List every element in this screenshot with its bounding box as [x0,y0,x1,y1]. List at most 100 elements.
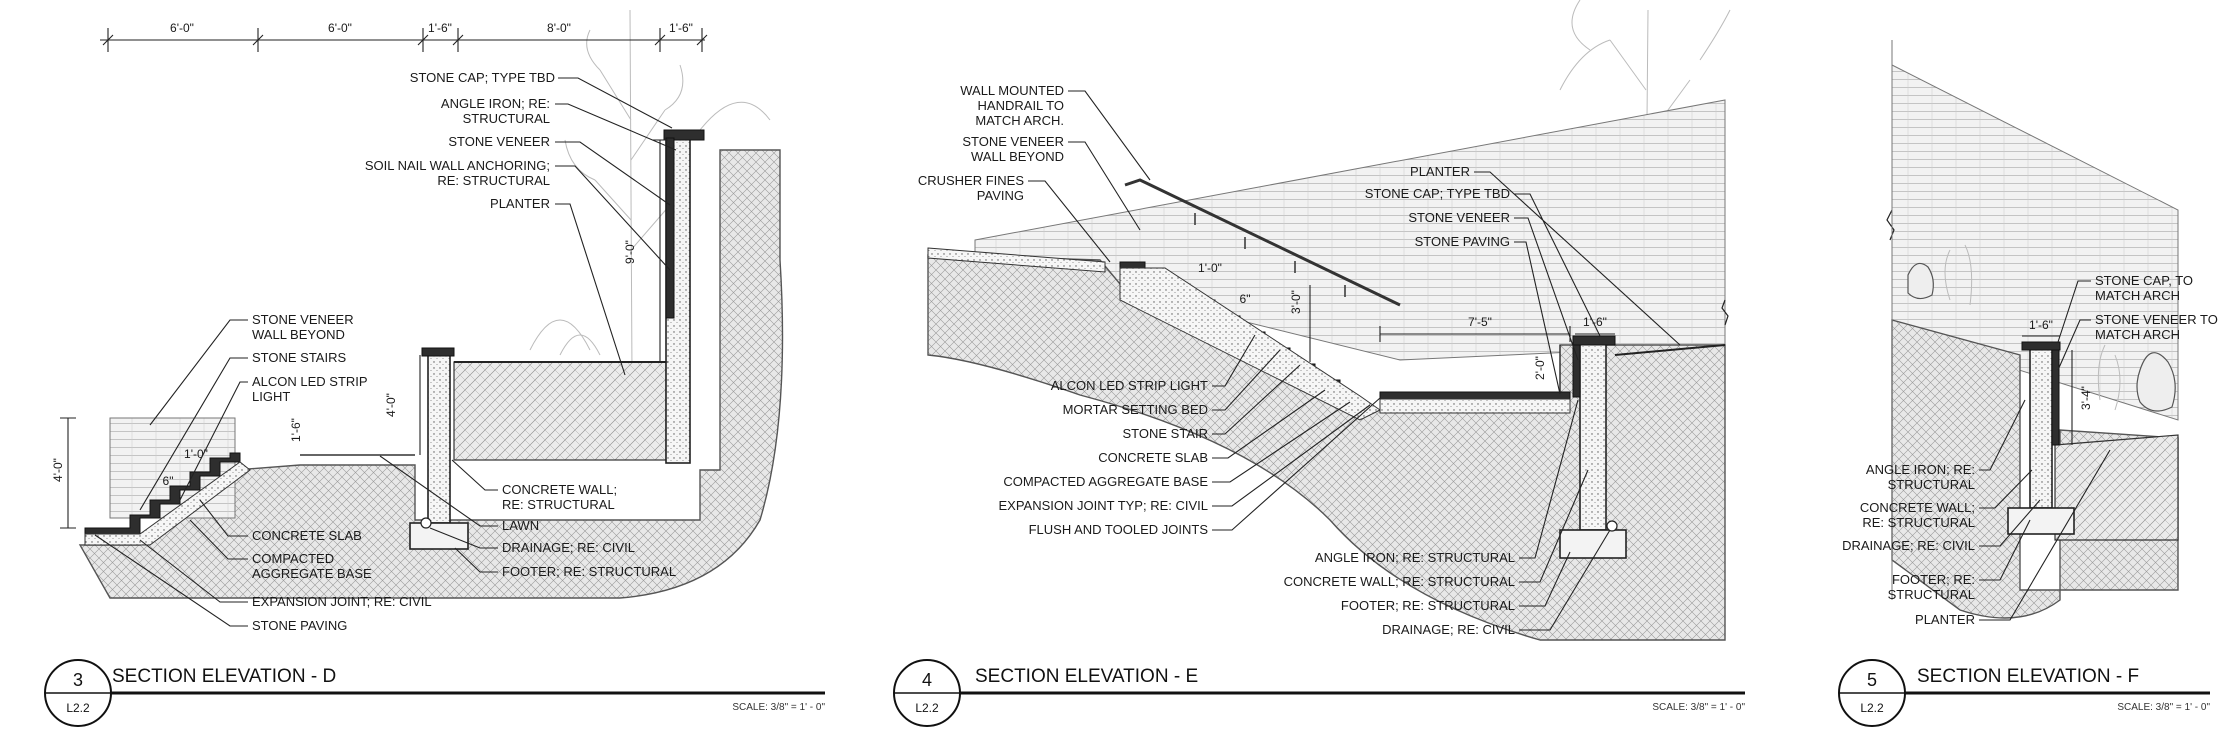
callout-handrail-2: HANDRAIL TO [978,98,1064,113]
tree-graphic [529,9,771,376]
callout-stone-cap: STONE CAP; TYPE TBD [410,70,555,85]
callout-stone-veneer: STONE VENEER TO [2095,312,2218,327]
callout-stone-cap: STONE CAP, TO [2095,273,2193,288]
callout-planter: PLANTER [1915,612,1975,627]
leader-lines-e-upper [1028,90,1151,263]
concrete-wall [1579,341,1607,531]
dim-label: 6'-0" [170,21,194,35]
dim-label: 1'-6" [428,21,452,35]
callout-stone-veneer-2: MATCH ARCH [2095,327,2180,342]
callout-soil-nail: SOIL NAIL WALL ANCHORING; [365,158,550,173]
callout-led-strip: ALCON LED STRIP [252,374,368,389]
dim-label: 1'-6" [669,21,693,35]
leader-lines-d-upper [555,77,677,376]
callout-concrete-slab: CONCRETE SLAB [252,528,362,543]
callout-drainage: DRAINAGE; RE: CIVIL [1842,538,1975,553]
callout-led-strip: ALCON LED STRIP LIGHT [1051,378,1208,393]
leader-lines-d-right [379,455,498,573]
callout-soil-nail-2: RE: STRUCTURAL [437,173,550,188]
leader-lines-e-lower [1212,334,1381,531]
scale-label: SCALE: 3/8" = 1' - 0" [2117,702,2210,713]
vert-dim-9ft [652,139,668,363]
callout-handrail: WALL MOUNTED [960,83,1064,98]
callout-concrete-wall-2: RE: STRUCTURAL [1862,515,1975,530]
callout-mortar-bed: MORTAR SETTING BED [1063,402,1208,417]
dim-label: 3'-0" [1289,290,1303,314]
earth-hatch [927,254,1726,641]
boulder [2136,352,2176,412]
section-d: 6'-0" 6'-0" 1'-6" 8'-0" 1'-6" 9'-0" 4'-0… [44,9,825,727]
callout-angle-iron: ANGLE IRON; RE: [1866,462,1975,477]
handrail [1124,178,1401,307]
callout-veneer-wall-beyond: STONE VENEER [962,134,1064,149]
handrail-brackets [1194,213,1346,297]
top-dimension-string [100,28,708,52]
dim-label: 1'-6" [289,418,303,442]
leader-lines-e-lower-right [1519,399,1611,631]
callout-concrete-wall: CONCRETE WALL; [502,482,617,497]
callout-concrete-wall-2: RE: STRUCTURAL [502,497,615,512]
callout-footer-2: STRUCTURAL [1888,587,1975,602]
callout-stone-stair: STONE STAIR [1123,426,1208,441]
stone-cap-tall [663,129,705,141]
callout-aggregate: COMPACTED [252,551,334,566]
stone-cap [2021,341,2061,351]
callout-stone-veneer: STONE VENEER [1408,210,1510,225]
stone-cap-low [421,347,455,357]
callout-stone-cap-2: MATCH ARCH [2095,288,2180,303]
dim-label: 7'-5" [1468,315,1492,329]
dim-label: 6'-0" [328,21,352,35]
callout-angle-iron-2: STRUCTURAL [1888,477,1975,492]
dim-label: 1'-6" [1583,315,1607,329]
callout-footer: FOOTER; RE: [1892,572,1975,587]
callout-concrete-slab: CONCRETE SLAB [1098,450,1208,465]
callout-concrete-wall: CONCRETE WALL; RE: STRUCTURAL [1284,574,1515,589]
callout-aggregate-2: AGGREGATE BASE [252,566,372,581]
callout-planter: PLANTER [490,196,550,211]
scale-label: SCALE: 3/8" = 1' - 0" [1652,702,1745,713]
stone-veneer-tall [665,137,675,319]
section-f: 1'-6" 3'-4" STONE CAP, TO MATCH ARCH STO… [1838,40,2218,727]
callout-footer: FOOTER; RE: STRUCTURAL [502,564,676,579]
callout-footer: FOOTER; RE: STRUCTURAL [1341,598,1515,613]
leader-lines-e-right [1474,171,1681,395]
callout-angle-iron: ANGLE IRON; RE: [441,96,550,111]
paving-base [1379,398,1571,414]
planter-edge [1614,344,1726,356]
callout-stone-stairs: STONE STAIRS [252,350,346,365]
concrete-slab [84,461,251,546]
leader-lines-f-left [1979,399,2111,621]
bubble-number: 5 [1867,670,1877,690]
footer-low [409,522,469,550]
vert-dim-4ft-lower [60,417,76,529]
callout-crusher-fines-2: PAVING [977,188,1024,203]
dim-label: 9'-0" [623,240,637,264]
scale-label: SCALE: 3/8" = 1' - 0" [732,702,825,713]
dim-label: 1'-6" [2029,318,2053,332]
stone-veneer [2051,349,2060,446]
leader-lines-f-right [2057,280,2091,371]
callout-concrete-wall: CONCRETE WALL; [1860,500,1975,515]
leader-lines-d-left [139,319,248,511]
section-title: SECTION ELEVATION - E [975,666,1198,687]
dim-label: 2'-0" [1533,356,1547,380]
callout-lawn: LAWN [502,518,539,533]
crusher-fines-paving [927,247,1106,273]
stone-cap [1572,335,1616,346]
callout-expansion-joint: EXPANSION JOINT TYP; RE: CIVIL [999,498,1209,513]
callout-tooled-joints: FLUSH AND TOOLED JOINTS [1029,522,1209,537]
dim-label: 6" [1240,292,1251,306]
section-title: SECTION ELEVATION - F [1917,666,2139,687]
planter-soil [453,361,667,461]
bubble-number: 4 [922,670,932,690]
dim-label: 3'-4" [2079,386,2093,410]
callout-stone-veneer: STONE VENEER [448,134,550,149]
callout-veneer-wall-beyond: STONE VENEER [252,312,354,327]
bubble-number: 3 [73,670,83,690]
stone-veneer [1572,344,1581,398]
section-title: SECTION ELEVATION - D [112,666,336,687]
bubble-sheet: L2.2 [66,701,90,715]
drain-pipe [420,517,432,529]
dim-label: 6" [163,474,174,488]
